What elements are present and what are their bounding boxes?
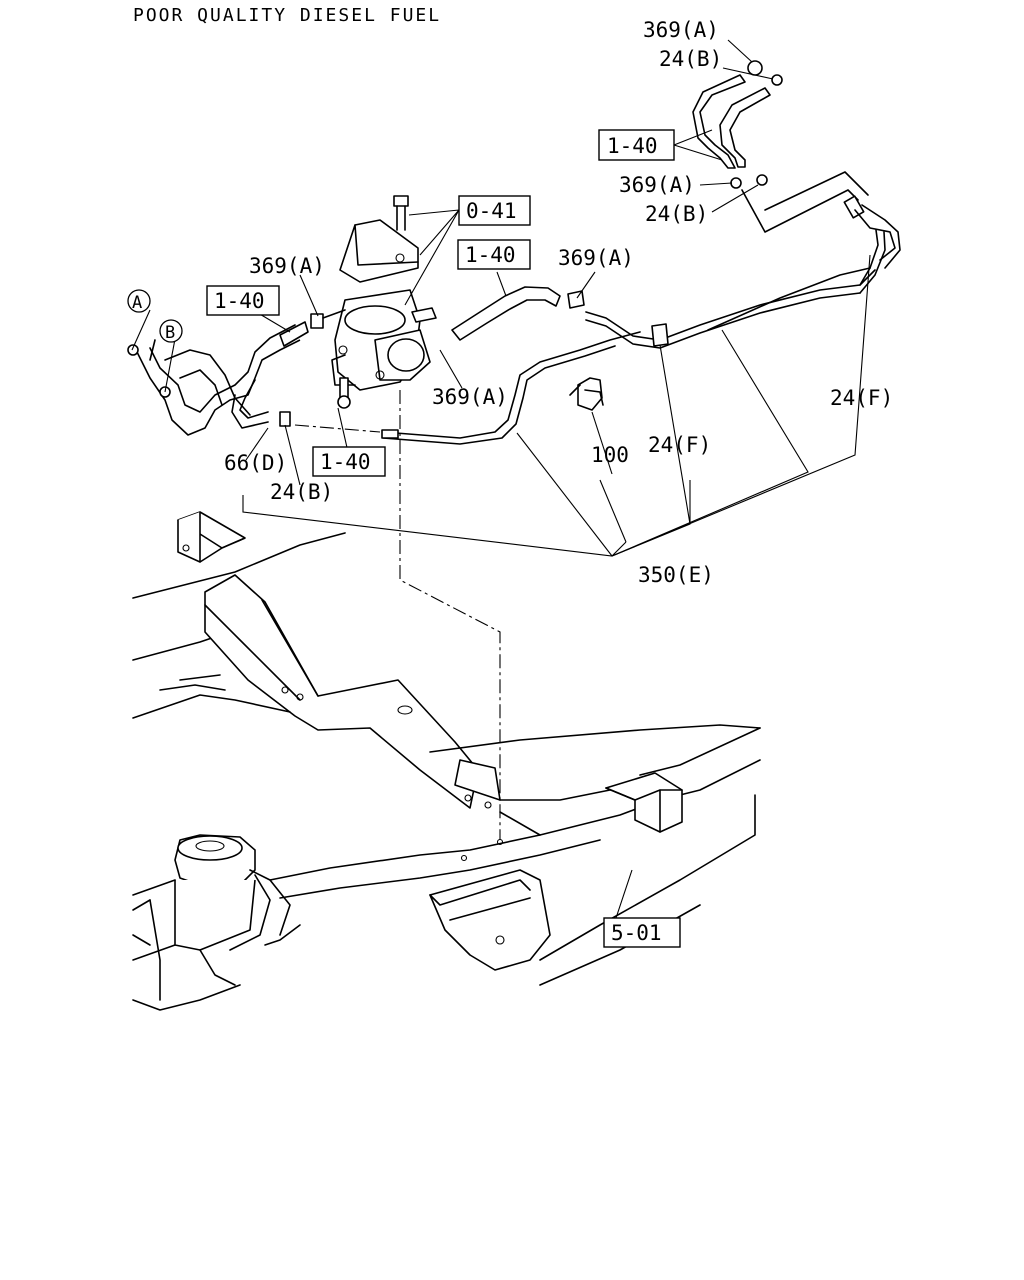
label-1-40-left: 1-40	[214, 289, 265, 313]
callout-box-0-41	[458, 195, 531, 226]
callout-box-5-01	[603, 917, 681, 948]
label-24b-lower: 24(B)	[270, 480, 333, 504]
label-0-41: 0-41	[466, 199, 517, 223]
diagram-title: POOR QUALITY DIESEL FUEL	[133, 5, 441, 26]
label-369a-upper-mid: 369(A)	[619, 173, 695, 197]
callout-boxes	[127, 129, 681, 948]
callout-box-1-40-top	[598, 129, 675, 161]
callout-box-1-40-center	[457, 239, 531, 270]
label-350e: 350(E)	[638, 563, 714, 587]
callout-circle-a	[127, 289, 151, 313]
label-1-40-lower: 1-40	[320, 450, 371, 474]
leader-lines	[131, 39, 871, 931]
label-24b-upper-mid: 24(B)	[645, 202, 708, 226]
chassis-frame	[132, 511, 761, 1011]
label-24f-right: 24(F)	[830, 386, 893, 410]
label-24b-top: 24(B)	[659, 47, 722, 71]
label-369a-filter: 369(A)	[432, 385, 508, 409]
label-369a-top: 369(A)	[643, 18, 719, 42]
callout-box-1-40-left	[206, 285, 280, 316]
fuel-hoses	[127, 60, 901, 445]
label-1-40-center: 1-40	[465, 243, 516, 267]
label-1-40-top: 1-40	[607, 134, 658, 158]
label-a: A	[132, 293, 142, 313]
label-369a-center-right: 369(A)	[558, 246, 634, 270]
label-66d: 66(D)	[224, 451, 287, 475]
fuel-filter-assembly	[331, 195, 437, 409]
label-b: B	[165, 323, 175, 343]
label-5-01: 5-01	[611, 921, 662, 945]
label-369a-left: 369(A)	[249, 254, 325, 278]
callout-box-1-40-lower	[312, 446, 386, 477]
callout-labels: 369(A) 24(B) 1-40 369(A) 24(B) 0-41 1-40…	[132, 18, 893, 945]
label-100: 100	[591, 443, 629, 467]
label-24f-center: 24(F)	[648, 433, 711, 457]
callout-circle-b	[159, 319, 183, 343]
